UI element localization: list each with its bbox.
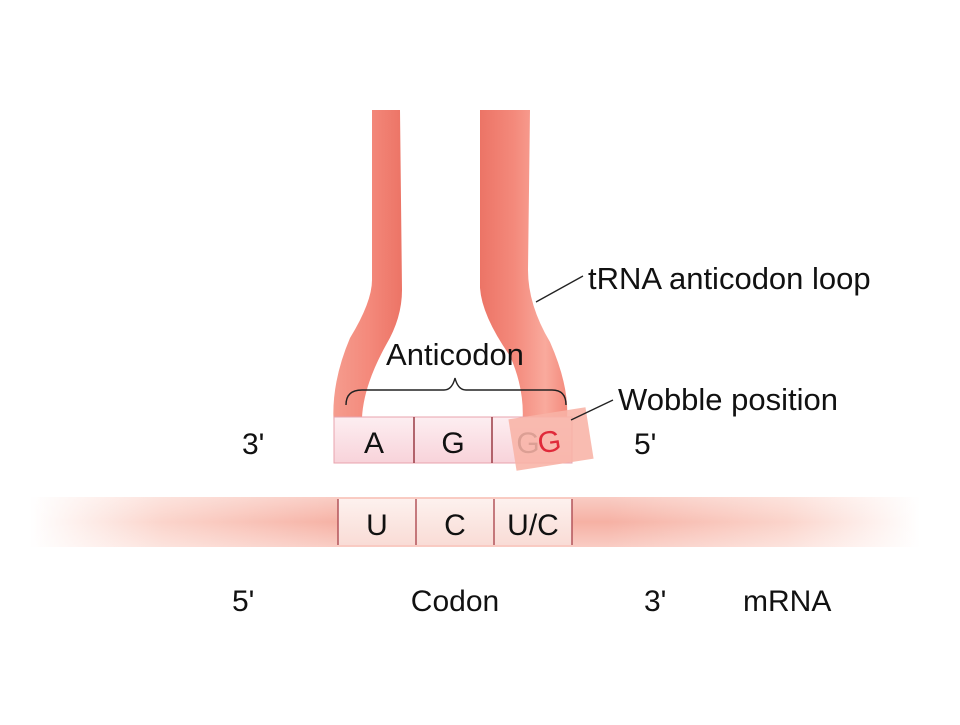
trna-three-prime-label: 3': [242, 428, 264, 461]
anticodon-label: Anticodon: [386, 337, 524, 372]
anticodon-base: A: [364, 427, 384, 460]
trna-loop-label: tRNA anticodon loop: [588, 261, 871, 296]
trna-anticodon-loop: [333, 110, 568, 428]
mrna-five-prime-label: 5': [232, 585, 254, 618]
codon-base-box: [416, 499, 494, 545]
codon-base: U/C: [507, 509, 559, 542]
trna-left-arm: [333, 110, 402, 428]
codon-base-box: [338, 499, 416, 545]
codon-bases: U C U/C: [337, 499, 573, 545]
trna-five-prime-label: 5': [634, 428, 656, 461]
mrna-label: mRNA: [743, 585, 831, 618]
codon-base: C: [444, 509, 466, 542]
anticodon-base-box: [333, 416, 415, 464]
anticodon-brace: [345, 377, 567, 406]
wobble-position-label: Wobble position: [618, 382, 838, 417]
trna-loop-leader-line: [535, 275, 584, 303]
anticodon-base: G: [441, 427, 464, 460]
codon-base: U: [366, 509, 388, 542]
wobble-leader-line: [570, 399, 614, 421]
wobble-base: G: [508, 407, 594, 471]
trna-right-arm: [480, 110, 568, 428]
mrna-three-prime-label: 3': [644, 585, 666, 618]
codon-label: Codon: [411, 585, 499, 618]
wobble-base-box: [508, 407, 594, 471]
wobble-base-letter: G: [535, 424, 563, 460]
codon-base-box: [494, 499, 572, 545]
